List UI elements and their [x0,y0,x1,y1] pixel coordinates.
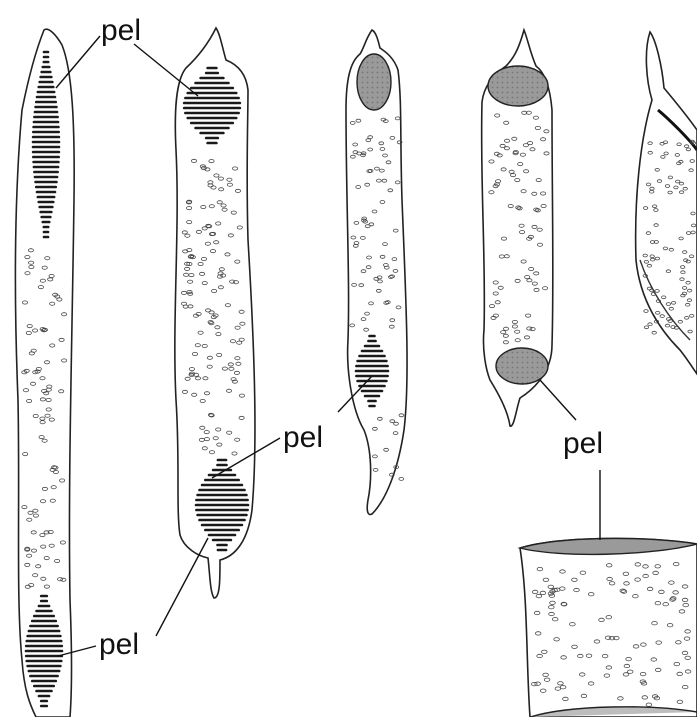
vessel-element-5 [636,32,697,374]
pit [399,477,404,480]
vessel-element-6 [520,538,697,717]
vessel-element-4 [482,30,553,426]
vessel-element-2 [175,28,255,598]
label-pel-top: pel [101,14,141,47]
pit [648,323,652,326]
vessel-element-1 [15,29,74,717]
pit [644,310,648,313]
pit [644,326,648,329]
label-pel-right: pel [563,427,603,460]
label-pel-bottom: pel [99,628,139,661]
vessel-element-3 [346,30,407,514]
leader-pel-4-right [156,538,208,636]
leader-pel-3 [540,380,576,420]
pit [652,331,656,334]
label-pel-middle: pel [283,421,323,454]
